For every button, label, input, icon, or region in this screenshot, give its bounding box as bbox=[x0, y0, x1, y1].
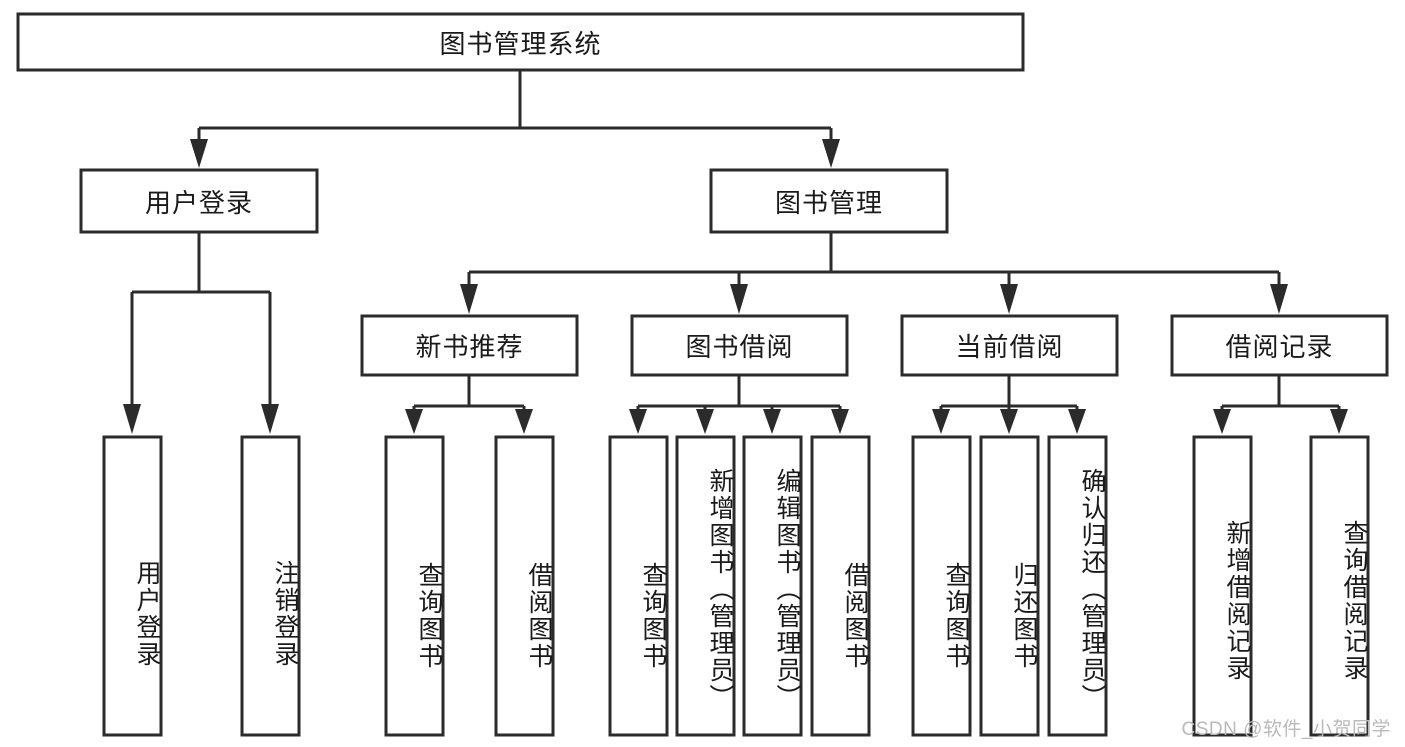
node-box-leaf-user-login[interactable] bbox=[102, 435, 163, 737]
csdn-watermark: CSDN @软件_小贺同学 bbox=[1181, 719, 1391, 740]
node-box-borrow-record[interactable] bbox=[1170, 314, 1389, 377]
node-box-leaf-query-book-3[interactable] bbox=[911, 435, 972, 737]
arrowhead-borrow-record bbox=[1270, 284, 1288, 314]
arrowhead-current-borrow bbox=[1000, 284, 1018, 314]
node-box-leaf-borrow-book-1[interactable] bbox=[494, 435, 555, 737]
arrowhead-leaf-logout-login bbox=[261, 404, 279, 434]
arrowhead-leaf-query-borrow-record bbox=[1330, 409, 1348, 434]
node-box-root[interactable] bbox=[16, 12, 1025, 72]
arrowhead-leaf-add-borrow-record bbox=[1213, 409, 1231, 434]
node-box-leaf-query-book-2[interactable] bbox=[608, 435, 669, 737]
node-box-leaf-logout-login[interactable] bbox=[240, 435, 301, 737]
connector-group-user-login bbox=[123, 232, 279, 434]
arrowhead-book-borrow bbox=[730, 284, 748, 314]
connector-group-book-management bbox=[460, 232, 1288, 314]
node-box-leaf-query-borrow-record[interactable] bbox=[1309, 435, 1370, 737]
node-box-leaf-add-book-admin[interactable] bbox=[675, 435, 736, 737]
arrowhead-book-management bbox=[822, 139, 840, 168]
node-box-leaf-return-book[interactable] bbox=[979, 435, 1040, 737]
arrowhead-leaf-borrow-book-1 bbox=[515, 409, 533, 434]
arrowhead-leaf-borrow-book-2 bbox=[831, 409, 849, 434]
node-box-book-borrow[interactable] bbox=[630, 314, 849, 377]
connector-group-borrow-record bbox=[1213, 375, 1348, 434]
arrowhead-new-book-recommend bbox=[460, 284, 478, 314]
connector-group-book-borrow bbox=[629, 375, 849, 434]
arrowhead-leaf-query-book-1 bbox=[405, 409, 423, 434]
arrowhead-leaf-add-book-admin bbox=[696, 409, 714, 434]
connector-group-root bbox=[190, 70, 840, 168]
node-box-leaf-add-borrow-record[interactable] bbox=[1192, 435, 1253, 737]
arrowhead-leaf-return-book bbox=[1000, 409, 1018, 434]
node-box-leaf-confirm-return-admin[interactable] bbox=[1047, 435, 1108, 737]
connector-group-current-borrow bbox=[932, 375, 1086, 434]
node-box-current-borrow[interactable] bbox=[900, 314, 1119, 377]
arrowhead-leaf-user-login bbox=[123, 404, 141, 434]
connector-group-new-book-recommend bbox=[405, 375, 533, 434]
arrowhead-user-login bbox=[190, 139, 208, 168]
node-box-leaf-edit-book-admin[interactable] bbox=[742, 435, 803, 737]
arrowhead-leaf-edit-book-admin bbox=[763, 409, 781, 434]
node-box-new-book-recommend[interactable] bbox=[360, 314, 579, 377]
node-box-leaf-query-book-1[interactable] bbox=[384, 435, 445, 737]
arrowhead-leaf-confirm-return-admin bbox=[1068, 409, 1086, 434]
node-box-leaf-borrow-book-2[interactable] bbox=[810, 435, 871, 737]
arrowhead-leaf-query-book-3 bbox=[932, 409, 950, 434]
node-box-user-login[interactable] bbox=[79, 168, 319, 234]
arrowhead-leaf-query-book-2 bbox=[629, 409, 647, 434]
node-box-book-management[interactable] bbox=[709, 168, 949, 234]
